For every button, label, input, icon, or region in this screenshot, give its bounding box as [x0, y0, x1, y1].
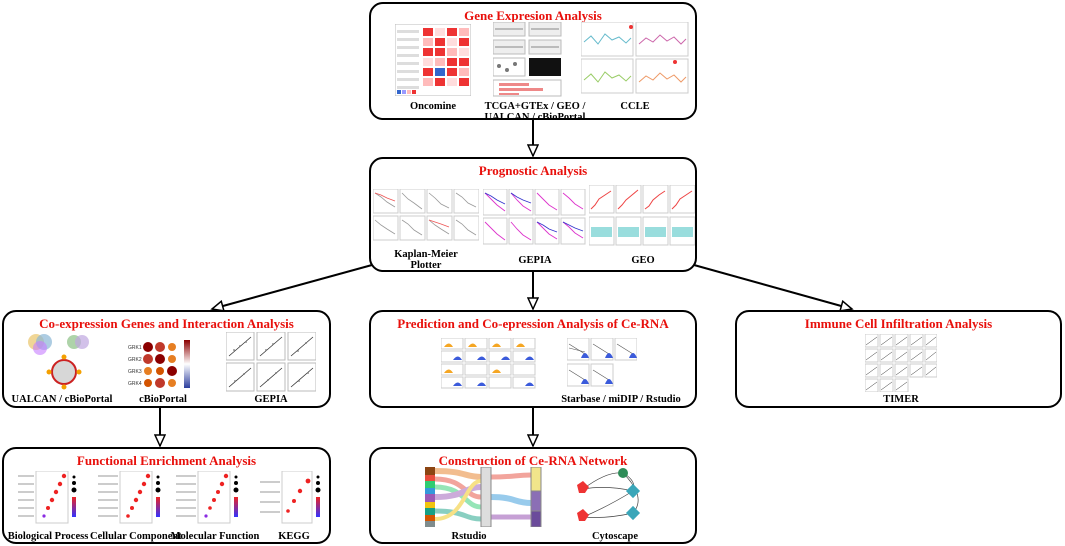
rstudio-network-label: Rstudio — [451, 531, 487, 542]
correlation-dotplot-thumbnail: GRK1 GRK2 GRK3 GRK4 — [128, 334, 198, 392]
biological-process-dotplot — [18, 470, 80, 525]
oncomine-label: Oncomine — [409, 101, 457, 112]
coexpression-box: Co-expression Genes and Interaction Anal… — [2, 310, 331, 408]
arrow-prognostic-to-immune — [693, 264, 852, 309]
ccle-label: CCLE — [620, 101, 650, 112]
immune-title: Immune Cell Infiltration Analysis — [804, 316, 993, 331]
kegg-dotplot — [260, 470, 326, 525]
midip-correlation-thumbnail — [566, 337, 638, 388]
tcga-label-line1: TCGA+GTEx / GEO / — [484, 101, 586, 112]
coexpression-title: Co-expression Genes and Interaction Anal… — [39, 316, 294, 331]
heatmap-row-label: GRK3 — [128, 369, 142, 375]
geo-survival-thumbnail — [588, 184, 696, 247]
timer-scatter-thumbnail — [864, 333, 938, 393]
ccle-expression-thumbnail — [580, 21, 689, 94]
gepia-prognostic-label: GEPIA — [518, 255, 552, 266]
biological-process-label: Biological Process — [7, 531, 89, 542]
immune-box: Immune Cell Infiltration Analysis TIMER — [735, 310, 1062, 408]
functional-enrichment-box: Functional Enrichment Analysis Biologica… — [2, 447, 331, 544]
gene-expression-box: Gene Expresion Analysis Oncomine — [369, 2, 697, 123]
prognostic-title: Prognostic Analysis — [478, 163, 588, 178]
cerna-prediction-title: Prediction and Co-epression Analysis of … — [397, 316, 669, 331]
ualcan-cbioportal-label: UALCAN / cBioPortal — [11, 394, 113, 405]
heatmap-row-labels: GRK1 GRK2 GRK3 GRK4 — [128, 345, 142, 387]
prognostic-box: Prognostic Analysis Kaplan-Meier Plotter — [369, 157, 697, 272]
gene-expression-title: Gene Expresion Analysis — [464, 8, 602, 23]
heatmap-row-label: GRK1 — [128, 345, 142, 351]
venn-network-thumbnail — [24, 332, 94, 390]
gepia-scatter-thumbnail — [225, 331, 317, 392]
kaplan-meier-label-line2: Plotter — [410, 260, 442, 271]
tcga-label-line2: UALCAN / cBioPortal — [484, 112, 586, 123]
cerna-network-box: Construction of Ce-RNA Network — [369, 447, 697, 544]
geo-prognostic-label: GEO — [631, 255, 655, 266]
starbase-midip-rstudio-label: Starbase / miDIP / Rstudio — [561, 394, 681, 405]
oncomine-heatmap-thumbnail — [394, 23, 472, 97]
gepia-survival-thumbnail — [482, 188, 587, 245]
starbase-thumbnail — [440, 337, 537, 390]
kaplan-meier-thumbnail — [372, 188, 480, 241]
cytoscape-network-thumbnail — [567, 467, 655, 527]
cerna-prediction-box: Prediction and Co-epression Analysis of … — [369, 310, 697, 408]
arrow-prognostic-to-coexpression — [212, 264, 373, 309]
molecular-function-label: Molecular Function — [170, 531, 260, 542]
kaplan-meier-label-line1: Kaplan-Meier — [394, 249, 458, 260]
cytoscape-label: Cytoscape — [591, 531, 639, 542]
cerna-network-title: Construction of Ce-RNA Network — [438, 453, 628, 468]
molecular-function-dotplot — [176, 470, 242, 525]
tcga-expression-thumbnail — [492, 21, 563, 98]
cbioportal-label: cBioPortal — [139, 394, 187, 405]
functional-enrichment-title: Functional Enrichment Analysis — [76, 453, 257, 468]
sankey-thumbnail — [425, 466, 547, 528]
heatmap-row-label: GRK4 — [128, 381, 142, 387]
timer-label: TIMER — [883, 394, 919, 405]
cellular-component-dotplot — [98, 470, 164, 525]
cellular-component-label: Cellular Component — [90, 531, 182, 542]
gepia-coexpression-label: GEPIA — [254, 394, 288, 405]
heatmap-row-label: GRK2 — [128, 357, 142, 363]
kegg-label: KEGG — [278, 531, 310, 542]
